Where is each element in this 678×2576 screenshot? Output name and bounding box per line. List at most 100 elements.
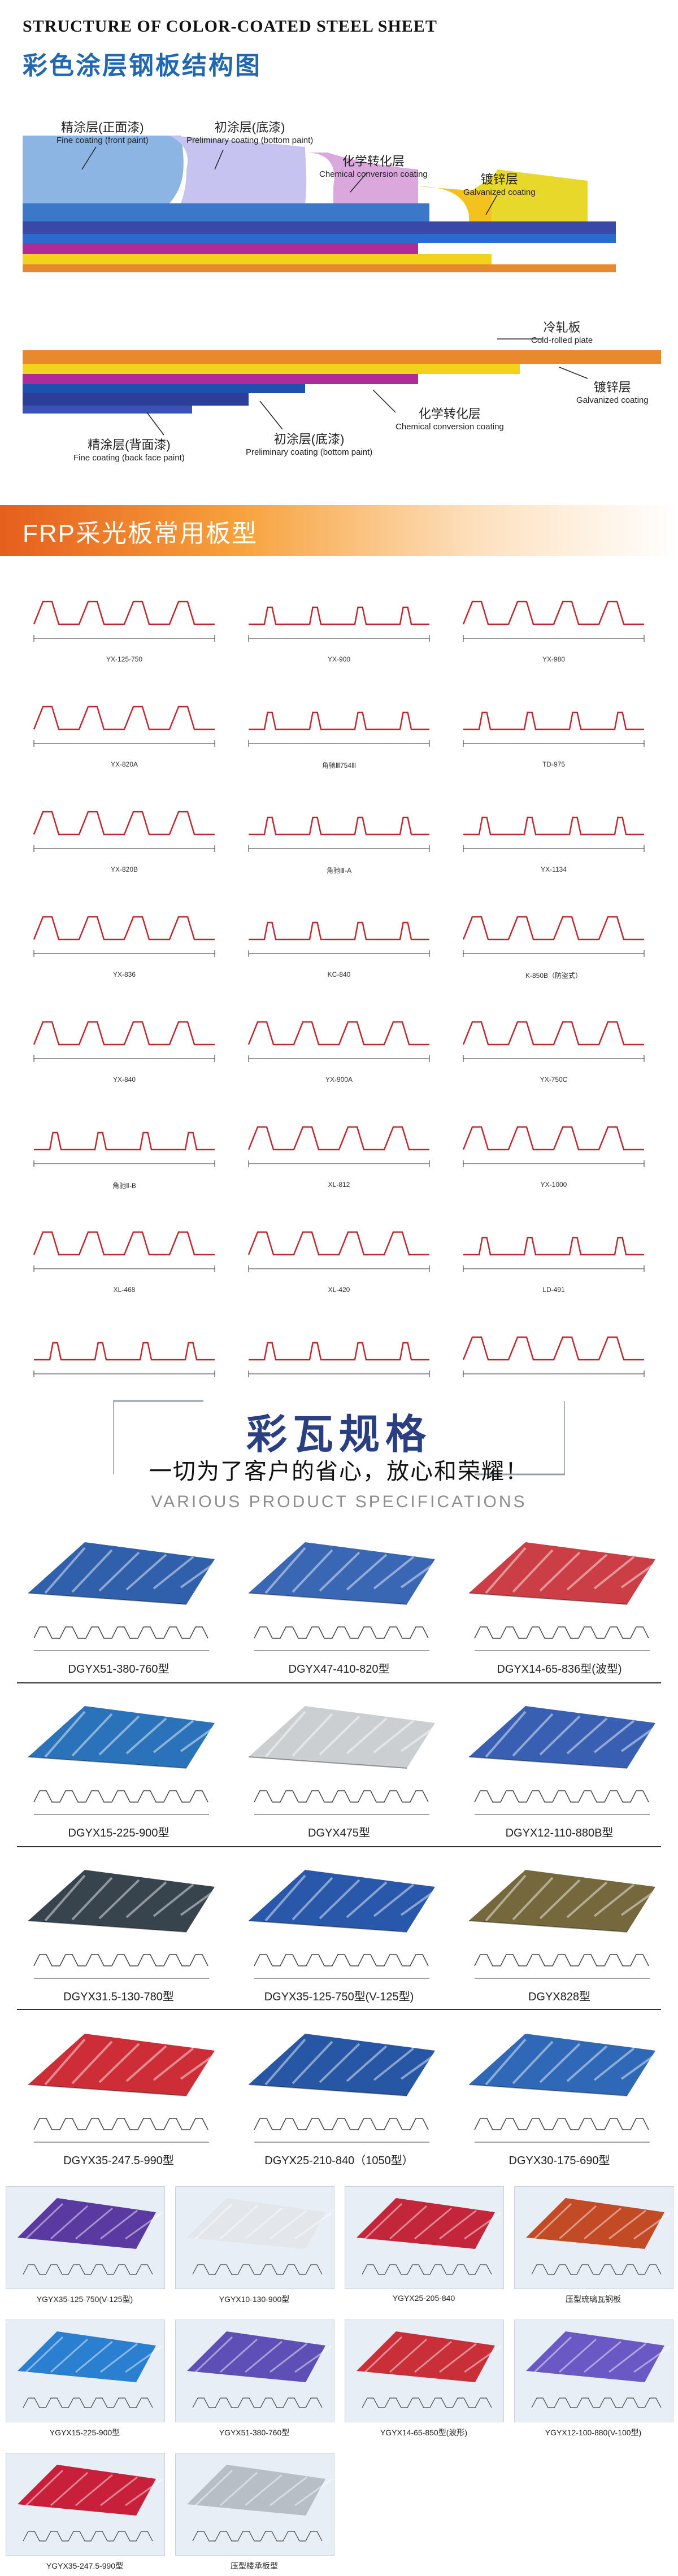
small-product-tile (514, 2186, 673, 2289)
label-en: Preliminary coating (bottom paint) (246, 447, 373, 457)
tile-caption: DGYX31.5-130-780型 (63, 1991, 174, 2003)
tile-drawing (248, 1542, 442, 1651)
label-en: Chemical conversion coating (319, 169, 428, 179)
row-divider (17, 1682, 661, 1683)
profile-drawing (462, 1021, 645, 1062)
small-product-tile (345, 2320, 504, 2422)
structure-title-cn: 彩色涂层钢板结构图 (23, 52, 262, 80)
structure-section: STRUCTURE OF COLOR-COATED STEEL SHEET 彩色… (0, 0, 678, 497)
product-tile: DGYX47-410-820型 (237, 1525, 442, 1678)
tile-caption: DGYX35-125-750型(V-125型) (264, 1991, 414, 2003)
profile-item: KC-840 (237, 886, 441, 987)
profile-drawing (248, 1342, 430, 1377)
product-tile: DGYX14-65-836型(波型) (458, 1525, 662, 1678)
product-tile: DGYX12-110-880B型 (458, 1689, 662, 1842)
label-en: Chemical conversion coating (395, 422, 504, 432)
profile-label: YX-125-750 (106, 655, 143, 663)
profile-item: TD-975 (452, 676, 655, 777)
profile-drawing (462, 916, 645, 957)
row-divider (17, 2009, 661, 2010)
profile-drawing (463, 711, 645, 747)
small-product-tile (345, 2186, 504, 2289)
tile-caption: DGYX12-110-880B型 (505, 1827, 614, 1839)
label-fine-coating-front: 精涂层(正面漆) Fine coating (front paint) (56, 118, 149, 145)
product-tile: DGYX31.5-130-780型 (17, 1853, 221, 2005)
tile-caption: DGYX30-175-690型 (508, 2155, 610, 2167)
small-tile-caption: 压型琉璃瓦钢板 (566, 2295, 621, 2304)
label-en: Cold-rolled plate (531, 336, 593, 345)
profile-item: YX-900A (237, 991, 441, 1093)
small-tile-drawing (357, 2331, 502, 2408)
small-tile-drawing (526, 2331, 671, 2408)
small-tile-drawing (187, 2331, 332, 2408)
profile-drawing (248, 606, 430, 642)
tile-caption: DGYX475型 (307, 1827, 371, 1839)
tile-drawing (248, 2034, 442, 2143)
profile-label: YX-840 (112, 1076, 136, 1084)
profile-label: YX-820A (110, 760, 138, 768)
small-product-tile (514, 2320, 673, 2422)
small-tile-caption: YGYX51-380-760型 (219, 2428, 290, 2437)
label-cold-rolled-plate: 冷轧板 Cold-rolled plate (531, 317, 593, 345)
product-tile: DGYX35-247.5-990型 (17, 2017, 221, 2169)
profile-item: YX-820B (23, 781, 226, 882)
small-product-tile (6, 2320, 165, 2422)
profile-item: LD-491 (452, 1201, 655, 1303)
small-tile-drawing (18, 2331, 163, 2408)
small-tile-caption: YGYX10-130-900型 (219, 2295, 290, 2304)
profile-item: 角驰Ⅲ-A (237, 781, 441, 882)
profile-label: YX-900A (325, 1076, 353, 1084)
product-tile: DGYX35-125-750型(V-125型) (237, 1853, 442, 2005)
small-product-tile (6, 2186, 165, 2289)
profile-label: 角驰Ⅱ-B (112, 1182, 136, 1190)
label-en: Galvanized coating (463, 188, 536, 197)
profile-label: YX-1000 (540, 1181, 567, 1189)
profile-item: XL-468 (23, 1201, 226, 1303)
product-tile: DGYX51-380-760型 (17, 1525, 221, 1678)
small-product-tile (175, 2320, 334, 2422)
label-en: Fine coating (front paint) (56, 136, 149, 145)
profile-item: YX-900 (237, 571, 441, 672)
label-en: Galvanized coating (576, 395, 649, 405)
specs-header: 彩瓦规格 一切为了客户的省心，放心和荣耀！ VARIOUS PRODUCT SP… (0, 1378, 678, 1520)
specs-frame (113, 1400, 565, 1476)
tile-caption: DGYX51-380-760型 (68, 1663, 169, 1676)
small-tile-drawing (526, 2198, 671, 2275)
tile-drawing (248, 1870, 442, 1979)
tile-drawing (468, 1542, 662, 1651)
profile-label: TD-975 (542, 760, 565, 768)
product-tile: DGYX828型 (458, 1853, 662, 2005)
profile-label: XL-420 (328, 1286, 350, 1294)
profile-label: YX-1134 (541, 865, 567, 873)
tile-caption: DGYX35-247.5-990型 (63, 2155, 174, 2167)
profile-drawing (33, 601, 215, 642)
profile-drawing (247, 1021, 430, 1062)
profile-drawing (33, 1342, 215, 1377)
profile-item: YX-1000 (452, 1096, 655, 1198)
profile-item: YX-836 (23, 886, 226, 987)
label-cn: 精涂层(背面漆) (88, 438, 171, 452)
small-tile-drawing (18, 2465, 163, 2542)
profile-drawing (248, 816, 430, 852)
label-preliminary-coating-bottom: 初涂层(底漆) Preliminary coating (bottom pain… (246, 429, 372, 457)
profile-drawing (463, 1237, 645, 1272)
profile-drawing (247, 1126, 430, 1167)
specs-subtitle: 一切为了客户的省心，放心和荣耀！ (149, 1459, 529, 1484)
profile-drawing (463, 816, 645, 852)
profile-label: YX-820B (110, 865, 138, 873)
small-tile-caption: YGYX35-247.5-990型 (46, 2561, 124, 2570)
specs-title: 彩瓦规格 (246, 1412, 432, 1457)
profile-label: 角驰Ⅲ754Ⅲ (321, 762, 357, 769)
profile-label: XL-468 (113, 1286, 136, 1294)
tile-caption: DGYX47-410-820型 (288, 1663, 390, 1676)
profile-drawing (33, 811, 215, 852)
frp-banner: FRP采光板常用板型 (0, 505, 678, 556)
tile-drawing (468, 2034, 662, 2143)
profile-item (23, 1306, 226, 1408)
label-cn: 初涂层(底漆) (214, 120, 285, 134)
profile-drawing (462, 1126, 645, 1167)
small-tile-caption: YGYX35-125-750(V-125型) (36, 2295, 133, 2304)
tile-caption: DGYX14-65-836型(波型) (497, 1663, 622, 1676)
small-tile-caption: 压型楼承板型 (231, 2561, 278, 2570)
